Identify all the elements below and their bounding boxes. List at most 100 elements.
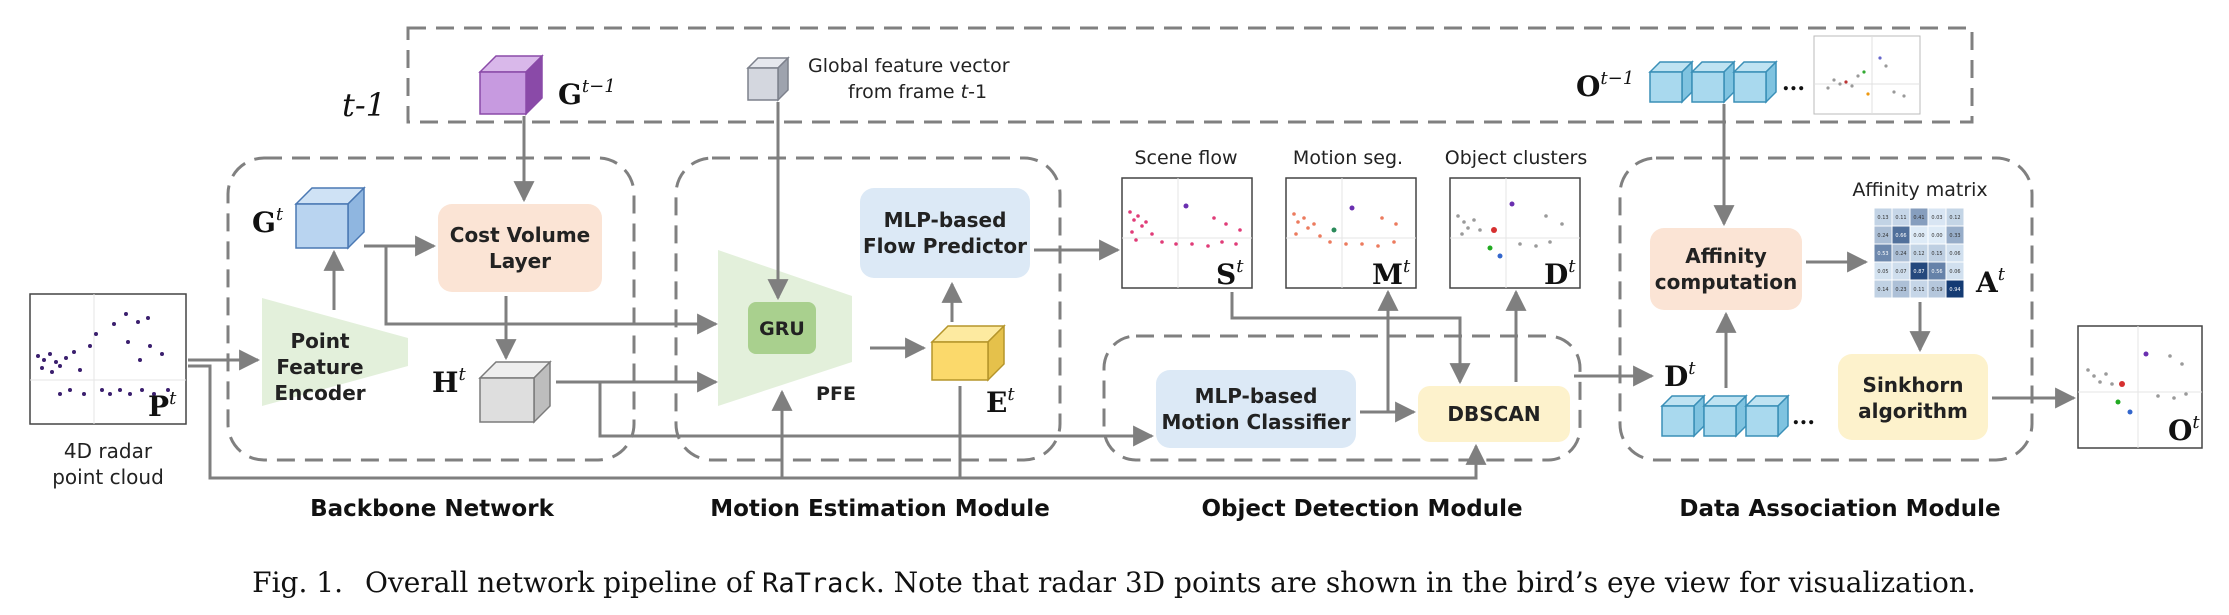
matrix-cell-value: 0.53 bbox=[1877, 251, 1888, 257]
matrix-cell-value: 0.15 bbox=[1931, 251, 1942, 257]
matrix-cell-value: 0.12 bbox=[1913, 251, 1924, 257]
flow-predictor-label-1: MLP-based bbox=[884, 208, 1007, 232]
data-association-region bbox=[1618, 156, 2034, 462]
connection-arrows bbox=[188, 102, 2077, 480]
motion-estimation-region bbox=[674, 156, 1062, 462]
o-prev-dots: ... bbox=[1782, 70, 1805, 96]
o-t-symbol: Ot bbox=[2168, 412, 2200, 447]
g-t-symbol: Gt bbox=[252, 204, 284, 239]
matrix-cell-value: 0.19 bbox=[1931, 287, 1942, 293]
matrix-cell-value: 0.05 bbox=[1877, 269, 1888, 275]
arrow-sceneflow-dbscan bbox=[1230, 292, 1471, 385]
a-t-symbol: At bbox=[1975, 264, 2006, 299]
matrix-cell-value: 0.56 bbox=[1931, 269, 1942, 275]
d-t-cubes bbox=[1660, 394, 1790, 438]
matrix-cell bbox=[1945, 279, 1965, 299]
figure-caption: Fig. 1.Overall network pipeline of RaTra… bbox=[252, 566, 1976, 599]
object-clusters-plot bbox=[1449, 177, 1581, 289]
o-prev-cubes bbox=[1648, 60, 1778, 104]
matrix-cell-value: 0.07 bbox=[1895, 269, 1906, 275]
object-clusters-label: Object clusters bbox=[1445, 147, 1587, 169]
sinkhorn-label-1: Sinkhorn bbox=[1863, 373, 1964, 397]
e-t-symbol: Et bbox=[986, 384, 1015, 419]
arrow-ht-classifier bbox=[598, 382, 1155, 447]
matrix-cell-value: 0.87 bbox=[1913, 269, 1924, 275]
d-t-assoc-symbol: Dt bbox=[1664, 358, 1696, 393]
association-title: Data Association Module bbox=[1679, 496, 2000, 522]
g-t-cube bbox=[294, 186, 366, 250]
matrix-cell-value: 0.24 bbox=[1895, 251, 1906, 257]
input-caption-line1: 4D radar bbox=[64, 439, 153, 463]
o-prev-plot bbox=[1813, 35, 1921, 115]
matrix-cell-value: 0.11 bbox=[1895, 215, 1906, 221]
gfv-line2: from frame t-1 bbox=[848, 81, 987, 103]
sinkhorn-label-2: algorithm bbox=[1858, 399, 1968, 423]
prev-frame-region bbox=[406, 26, 1974, 124]
matrix-cell-value: 0.03 bbox=[1931, 215, 1942, 221]
g-prev-cube bbox=[478, 54, 544, 116]
matrix-cell-value: 0.06 bbox=[1949, 251, 1960, 257]
affinity-matrix-label: Affinity matrix bbox=[1852, 179, 1987, 201]
motion-classifier-label-2: Motion Classifier bbox=[1162, 410, 1351, 434]
matrix-cell-value: 0.06 bbox=[1949, 269, 1960, 275]
gru-block bbox=[748, 302, 816, 354]
affinity-computation bbox=[1650, 228, 1802, 310]
flow-predictor-label-2: Flow Predictor bbox=[863, 234, 1027, 258]
sinkhorn-block bbox=[1838, 354, 1988, 440]
h-t-symbol: Ht bbox=[432, 364, 466, 399]
g-prev-symbol: Gt−1 bbox=[558, 76, 616, 111]
matrix-cell-value: 0.13 bbox=[1877, 215, 1888, 221]
input-point-cloud-plot bbox=[29, 293, 187, 425]
cost-volume-label-1: Cost Volume bbox=[450, 223, 590, 247]
gru-label: GRU bbox=[759, 318, 805, 340]
affinity-label-1: Affinity bbox=[1685, 244, 1766, 268]
matrix-cell-value: 0.66 bbox=[1895, 233, 1906, 239]
e-t-cube bbox=[930, 324, 1006, 382]
pfe-label-1: Point bbox=[290, 329, 349, 353]
s-t-symbol: St bbox=[1216, 256, 1244, 291]
matrix-cell-value: 0.14 bbox=[1877, 287, 1888, 293]
dbscan-label: DBSCAN bbox=[1447, 402, 1540, 426]
h-t-cube bbox=[478, 360, 552, 424]
motion-classifier bbox=[1156, 370, 1356, 448]
p-t-symbol: Pt bbox=[148, 388, 177, 423]
affinity-label-2: computation bbox=[1655, 270, 1797, 294]
cost-volume-label-2: Layer bbox=[489, 249, 551, 273]
prev-frame-label: t-1 bbox=[342, 86, 386, 124]
matrix-cell-value: 0.94 bbox=[1949, 287, 1960, 293]
object-detection-region bbox=[1102, 334, 1582, 462]
matrix-cell-value: 0.00 bbox=[1931, 233, 1942, 239]
scene-flow-plot bbox=[1121, 177, 1253, 289]
point-feature-encoder bbox=[262, 298, 408, 406]
dbscan-block bbox=[1418, 386, 1570, 442]
matrix-cell-value: 0.11 bbox=[1913, 287, 1924, 293]
backbone-region bbox=[226, 156, 636, 462]
arrow-gt-gru bbox=[384, 246, 719, 335]
motion-classifier-label-1: MLP-based bbox=[1195, 384, 1318, 408]
gfv-line1: Global feature vector bbox=[808, 55, 1010, 77]
matrix-cell-value: 0.33 bbox=[1949, 233, 1960, 239]
pfe-label-3: Encoder bbox=[274, 381, 365, 405]
global-feature-cube bbox=[746, 56, 790, 102]
motion-title: Motion Estimation Module bbox=[710, 496, 1050, 522]
matrix-cell-value: 0.12 bbox=[1949, 215, 1960, 221]
m-t-symbol: Mt bbox=[1372, 256, 1411, 291]
motion-seg-label: Motion seg. bbox=[1293, 147, 1403, 169]
cost-volume-layer bbox=[438, 204, 602, 292]
matrix-cell-value: 0.41 bbox=[1913, 215, 1924, 221]
detection-title: Object Detection Module bbox=[1201, 496, 1522, 522]
backbone-title: Backbone Network bbox=[310, 496, 554, 522]
motion-seg-plot bbox=[1285, 177, 1417, 289]
d-t-dots: ... bbox=[1792, 404, 1815, 430]
input-caption-line2: point cloud bbox=[52, 465, 164, 489]
matrix-cell-value: 0.23 bbox=[1895, 287, 1906, 293]
flow-predictor bbox=[860, 188, 1030, 278]
arrow-input-bottom bbox=[188, 364, 1487, 480]
pfe-label-2: Feature bbox=[276, 355, 363, 379]
o-prev-symbol: Ot−1 bbox=[1576, 68, 1634, 103]
output-plot bbox=[2077, 325, 2203, 449]
pfe-block-label: PFE bbox=[816, 383, 856, 405]
scene-flow-label: Scene flow bbox=[1134, 147, 1237, 169]
